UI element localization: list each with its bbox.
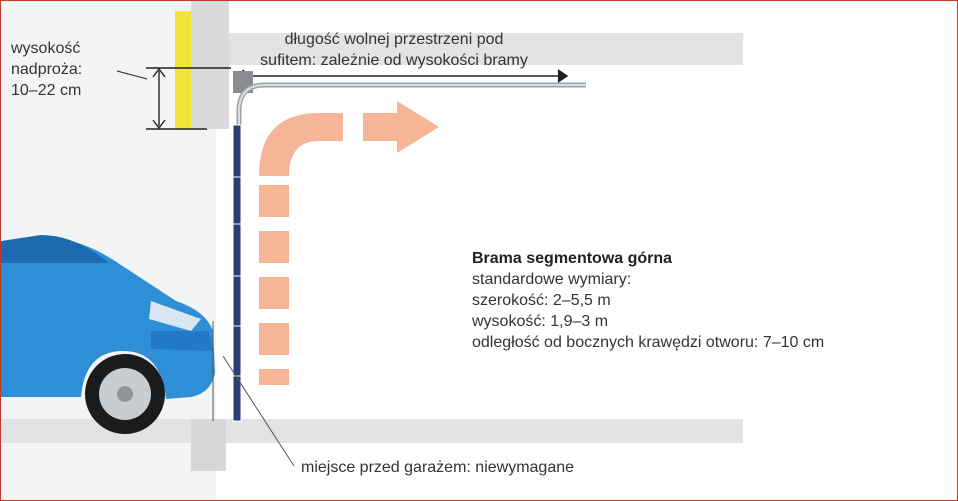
foundation-block [191,419,226,471]
ceiling-slab [229,33,743,65]
lintel-dimension-icon [116,67,231,130]
motion-arrow-icon [259,101,439,385]
lintel-label-line2: nadproża: [11,61,83,78]
front-space-label: miejsce przed garażem: niewymagane [301,459,575,476]
door-info-box: Brama segmentowa górna standardowe wymia… [472,248,824,353]
door-info-line1: standardowe wymiary: [472,271,632,288]
ceiling-dimension-icon [234,69,569,83]
lintel-label-line1: wysokość [11,40,81,57]
door-panels [232,124,242,422]
lintel-wall [191,1,229,129]
ceiling-space-label: długość wolnej przestrzeni pod sufitem: … [239,29,549,71]
door-track [233,71,586,125]
ceiling-label-line1: długość wolnej przestrzeni pod [284,31,504,48]
car-icon [1,235,295,467]
ceiling-label-line2: sufitem: zależnie od wysokości bramy [260,52,528,69]
door-info-line4: odległość od bocznych krawędzi otworu: 7… [472,334,825,351]
door-info-line3: wysokość: 1,9–3 m [472,313,609,330]
lintel-height-label: wysokość nadproża: 10–22 cm [11,38,82,101]
door-info-line2: szerokość: 2–5,5 m [472,292,611,309]
lintel-label-line3: 10–22 cm [11,82,82,99]
lintel-insulation [175,11,191,129]
door-info-title: Brama segmentowa górna [472,250,673,267]
